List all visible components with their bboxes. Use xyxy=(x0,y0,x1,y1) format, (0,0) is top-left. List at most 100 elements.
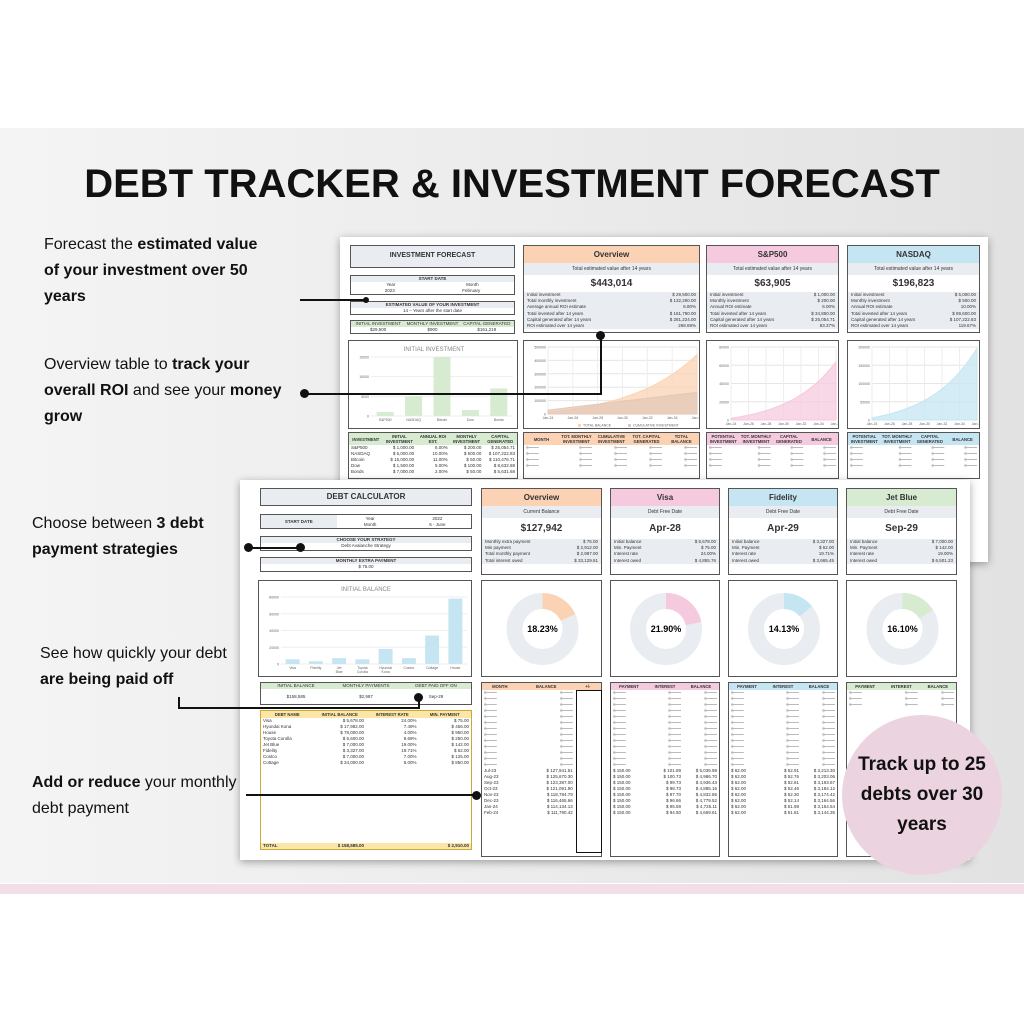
table-cell: Fidelity xyxy=(263,748,278,753)
table-row-past: $ ——$ ——$ ——$ ——$ —— xyxy=(526,463,697,468)
table-row: $ 150.00$ 101.89$ 5,035.98 xyxy=(611,768,719,774)
table-row-past: $ ——$ —— xyxy=(484,696,573,701)
table-cell: $ 150.00 xyxy=(613,774,631,779)
table-cell: $ 100.73 xyxy=(663,774,681,779)
strategy-select[interactable]: CHOOSE YOUR STRATEGY Debt Avalanche Stra… xyxy=(260,536,472,551)
legend-swatch xyxy=(578,424,581,427)
table-row-past: $ ——$ ——$ —— xyxy=(731,702,835,707)
card-subtitle: Current Balance xyxy=(482,506,601,518)
table-cell: $ 52.14 xyxy=(783,798,799,803)
table-row-past: $ ——$ ——$ —— xyxy=(613,750,717,755)
connector-dot xyxy=(414,693,423,702)
table-cell: 24.00% xyxy=(401,718,417,723)
card-row-value: $ 4,855.76 xyxy=(694,557,716,563)
connector-dot xyxy=(596,331,605,340)
donut-slice xyxy=(541,593,576,622)
bar xyxy=(378,648,393,664)
table-row-past: $ ——$ —— xyxy=(484,720,573,725)
card-title: Visa xyxy=(611,489,719,506)
table-cell: $ 5,000.00 xyxy=(392,451,415,456)
column-header: TOT. MONTHLY INVESTMENT xyxy=(740,434,772,444)
table-row-past: $ ——$ ——$ —— xyxy=(613,696,717,701)
card-row-value: $ 75.00 xyxy=(700,545,716,551)
bar xyxy=(461,410,479,416)
donut-chart: 18.23% xyxy=(481,580,602,677)
column-header: BALANCE xyxy=(808,684,830,689)
card-row: Total invested after 14 years$ 89,600.00 xyxy=(848,310,979,317)
column-header: CAPITAL GENERATED xyxy=(916,434,943,444)
table-row-past: $ ——$ ——$ ——$ —— xyxy=(850,463,977,468)
card-row-label: Initial balance xyxy=(732,539,760,544)
table-row: $ 62.00$ 52.76$ 3,203.06 xyxy=(729,774,837,780)
table-row: $ 150.00$ 96.66$ 4,779.52 xyxy=(611,798,719,804)
card-row: Monthly investment$ 500.00 xyxy=(848,298,979,305)
table-cell: $ 52.76 xyxy=(783,774,799,779)
table-cell: Bitcoin xyxy=(351,457,365,462)
column-header: TOT. MONTHLY INVESTMENT xyxy=(561,434,592,444)
card-row-label: Initial investment xyxy=(527,292,561,297)
card-row-value: $ 7,000.00 xyxy=(931,539,953,544)
x-tick-label: Cottage xyxy=(426,666,438,670)
table-cell: 10.00% xyxy=(432,451,448,456)
column-header: INVESTMENT xyxy=(352,436,380,442)
table-row-past: $ ——$ —— xyxy=(484,750,573,755)
card-row-label: Monthly investment xyxy=(710,298,749,304)
card-row-value: $ 25,054.71 xyxy=(811,316,835,322)
estimated-value-box[interactable]: ESTIMATED VALUE OF YOUR INVESTMENT 14 – … xyxy=(350,301,515,315)
table-cell: Visa xyxy=(263,718,272,723)
table-cell: $ 3,193.67 xyxy=(813,780,835,785)
extra-payment-input[interactable]: MONTHLY EXTRA PAYMENT $ 75.00 xyxy=(260,557,472,572)
card-row-label: Annual ROI estimate xyxy=(710,304,752,310)
table-cell: $ 114,134.13 xyxy=(546,804,573,809)
table-row: $ 150.00$ 98.73$ 4,885.16 xyxy=(611,786,719,792)
card-row-label: Monthly investment xyxy=(851,298,890,304)
table-cell: $ 150.00 xyxy=(613,786,631,791)
card-row: Min. Payment$ 75.00 xyxy=(611,545,719,552)
x-tick-label: Jan-36 xyxy=(692,416,700,420)
card-row-label: Capital generated after 14 years xyxy=(851,316,916,322)
column-header: BALANCE xyxy=(927,684,949,689)
table-cell: 19.00% xyxy=(401,742,417,747)
connector-forecast xyxy=(300,299,366,301)
table-cell: $ 100.00 xyxy=(463,463,482,468)
card-row-label: Min. Payment xyxy=(732,545,760,551)
card-row: Initial investment$ 5,000.00 xyxy=(848,292,979,299)
y-tick-label: 100000 xyxy=(858,382,870,386)
table-cell: Cottage xyxy=(263,760,279,765)
column-header: PAYMENT xyxy=(619,684,639,689)
table-row-past: $ ——$ ——$ ——$ ——$ —— xyxy=(526,445,697,450)
table-row: $ 150.00$ 99.73$ 4,936.43 xyxy=(611,780,719,786)
table-row-past: $ ——$ ——$ —— xyxy=(613,702,717,707)
card-subtitle: Debt Free Date xyxy=(611,506,719,518)
table-cell: $ 850.00 xyxy=(451,760,469,765)
chart-title: INITIAL INVESTMENT xyxy=(404,347,465,353)
card-row-label: Total interest owed xyxy=(485,557,523,563)
table-cell: $ 3,164.56 xyxy=(813,798,835,803)
column-header: INTEREST xyxy=(891,684,912,689)
table-cell: $ 5,678.00 xyxy=(342,718,364,723)
card-row-value: $ 3,327.00 xyxy=(812,539,834,544)
x-tick-label: Jan-28 xyxy=(761,422,772,426)
connector-paid-off-up xyxy=(418,699,420,709)
table-cell: $ 4,832.86 xyxy=(695,792,717,797)
table-cell: $ 3,327.00 xyxy=(342,748,364,753)
table-cell: 7.49% xyxy=(403,724,417,729)
table-row-past: $ ——$ ——$ —— xyxy=(731,762,835,767)
table-cell: $ 110,476.71 xyxy=(489,457,515,462)
summary-cell: INITIAL BALANCE xyxy=(277,683,315,688)
card-row-label: Min. Payment xyxy=(850,545,878,551)
adjust-payment-column[interactable] xyxy=(576,690,602,853)
x-tick-label: Jan-26 xyxy=(743,422,754,426)
column-header: INTEREST xyxy=(654,684,676,689)
